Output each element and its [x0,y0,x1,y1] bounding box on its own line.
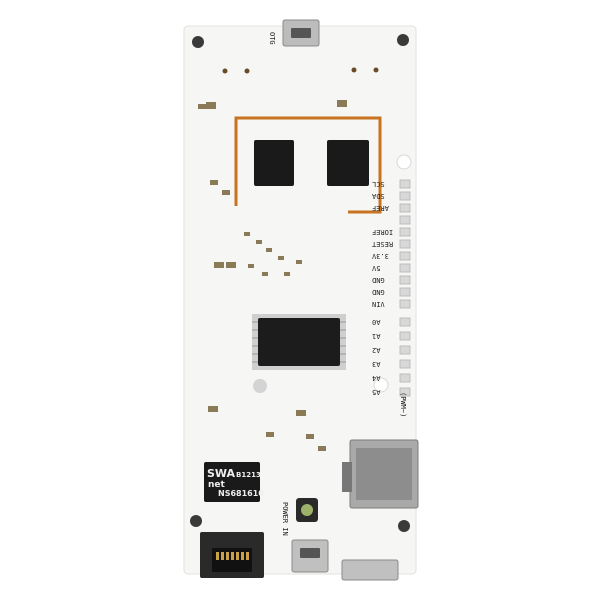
mounting-hole [373,377,389,393]
vias-top-row [222,67,379,74]
pin-label: IOREF [372,228,394,236]
ram-chip-right [327,140,369,186]
mounting-hole [396,154,412,170]
rj45-jack [200,532,264,578]
mounting-hole [397,34,409,46]
magnetics-brand: SWA [207,467,236,480]
mounting-hole [253,379,267,393]
pin-label: GND [372,276,385,284]
sd-card-slot [342,439,419,509]
mounting-hole [398,520,410,532]
mounting-hole [190,515,202,527]
power-inductor [296,498,318,522]
magnetics-code: B1213 [236,471,261,479]
pin-label: AREF [372,204,389,212]
silkscreen-outline [234,116,382,214]
pin-label: A2 [372,346,381,354]
mounting-hole [192,36,204,48]
pin-label: VIN [372,300,385,308]
pin-label: 5V [372,264,381,272]
pin-label: SDA [372,192,385,200]
passive-components [198,100,347,451]
pin-label: A5 [372,388,381,396]
ethernet-magnetics [204,462,260,502]
pin-label: 3.3V [372,252,389,260]
magnetics-brand2: net [208,480,225,490]
pin-label: GND [372,288,385,296]
usb-host-connector [341,559,399,581]
ram-chip-left [254,140,294,186]
pin-label: SCL [372,180,385,188]
usb-power-connector [291,539,329,573]
pin-label: RESET [372,240,394,248]
pin-label: A3 [372,360,381,368]
magnetics-part: NS681610 [218,489,264,498]
power-in-label: POWER IN [281,502,289,536]
pwm-label: (PWM~) [399,392,407,418]
otg-label: OTG [268,32,276,45]
soc-chip [252,314,346,370]
pin-label: A1 [372,332,381,340]
pin-label: A0 [372,318,381,326]
header-pads [399,179,411,397]
pin-label: A4 [372,374,381,382]
